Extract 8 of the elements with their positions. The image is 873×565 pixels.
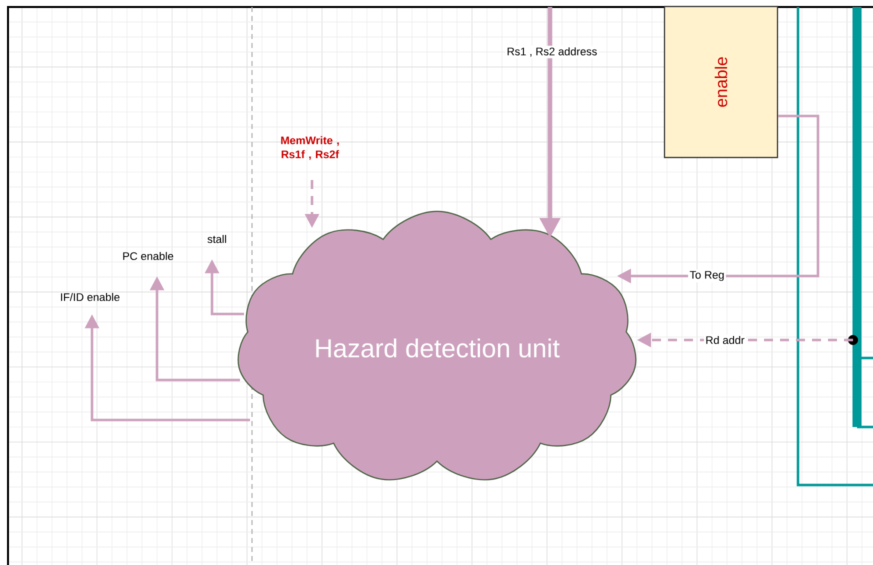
signal-label: IF/ID enable — [61, 292, 120, 302]
signal-label: MemWrite , Rs1f , Rs2f — [281, 136, 340, 160]
edge-label: Rs1 , Rs2 address — [505, 46, 599, 58]
edge-label: Rd addr — [704, 334, 746, 346]
edge-label: To Reg — [688, 270, 726, 282]
signal-label: stall — [208, 234, 226, 244]
register-box: enable — [664, 6, 778, 158]
signal-label: PC enable — [123, 252, 174, 260]
